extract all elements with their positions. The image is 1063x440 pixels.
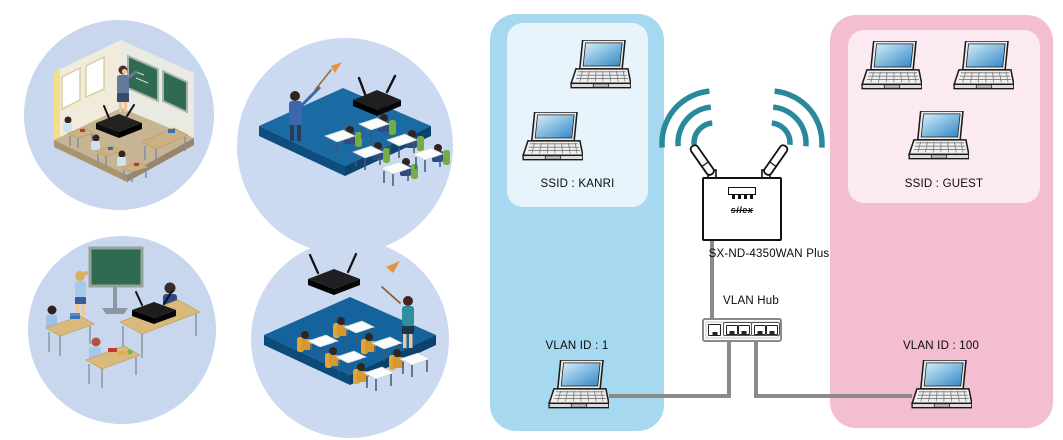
laptop-icon-kanri-1 — [569, 40, 631, 92]
vlan-id-100-label: VLAN ID : 100 — [902, 340, 980, 352]
hub-port-icon-uplink — [708, 323, 721, 336]
access-point-device: silex — [702, 177, 782, 241]
cable-hub-to-kanri-vertical — [727, 336, 731, 398]
hub-port-icon-4 — [753, 324, 766, 335]
laptop-icon-guest-1 — [860, 41, 922, 93]
ssid-guest-label: SSID : GUEST — [904, 178, 984, 190]
hub-port-icon-5 — [766, 324, 778, 335]
ssid-kanri-label: SSID : KANRI — [540, 178, 615, 190]
ap-vent-icon — [728, 187, 756, 199]
hub-port-icon-3 — [738, 324, 750, 335]
laptop-icon-kanri-2 — [521, 112, 583, 164]
cable-hub-to-guest-vertical — [754, 336, 758, 398]
classroom-illustration-1 — [24, 20, 214, 210]
classroom-illustration-4 — [250, 239, 450, 439]
silex-logo: silex — [730, 205, 754, 215]
cable-hub-to-kanri-horizontal — [609, 394, 731, 398]
hub-port-icon-2 — [725, 324, 738, 335]
laptop-icon-guest-3 — [907, 111, 969, 163]
hub-port-pair-2 — [751, 322, 780, 336]
laptop-icon-guest-2 — [952, 41, 1014, 93]
classroom-illustration-2 — [235, 36, 455, 256]
wifi-wave-right — [770, 88, 825, 151]
antenna-icon-left — [689, 144, 715, 176]
access-point-model-label: SX-ND-4350WAN Plus — [708, 248, 830, 260]
classroom-illustration-3 — [28, 236, 216, 424]
vlan-id-1-label: VLAN ID : 1 — [545, 340, 609, 352]
wifi-wave-left — [659, 88, 714, 151]
hub-port-pair-1 — [723, 322, 752, 336]
vlan-hub-device — [702, 318, 782, 342]
cable-ap-to-hub — [710, 236, 714, 322]
wifi-waves-icon — [659, 88, 825, 179]
vlan-hub-label: VLAN Hub — [723, 295, 779, 307]
cable-hub-to-guest-horizontal — [756, 394, 912, 398]
laptop-icon-vlan100-wired — [910, 360, 972, 412]
laptop-icon-vlan1-wired — [547, 360, 609, 412]
antenna-icon-right — [763, 144, 789, 176]
